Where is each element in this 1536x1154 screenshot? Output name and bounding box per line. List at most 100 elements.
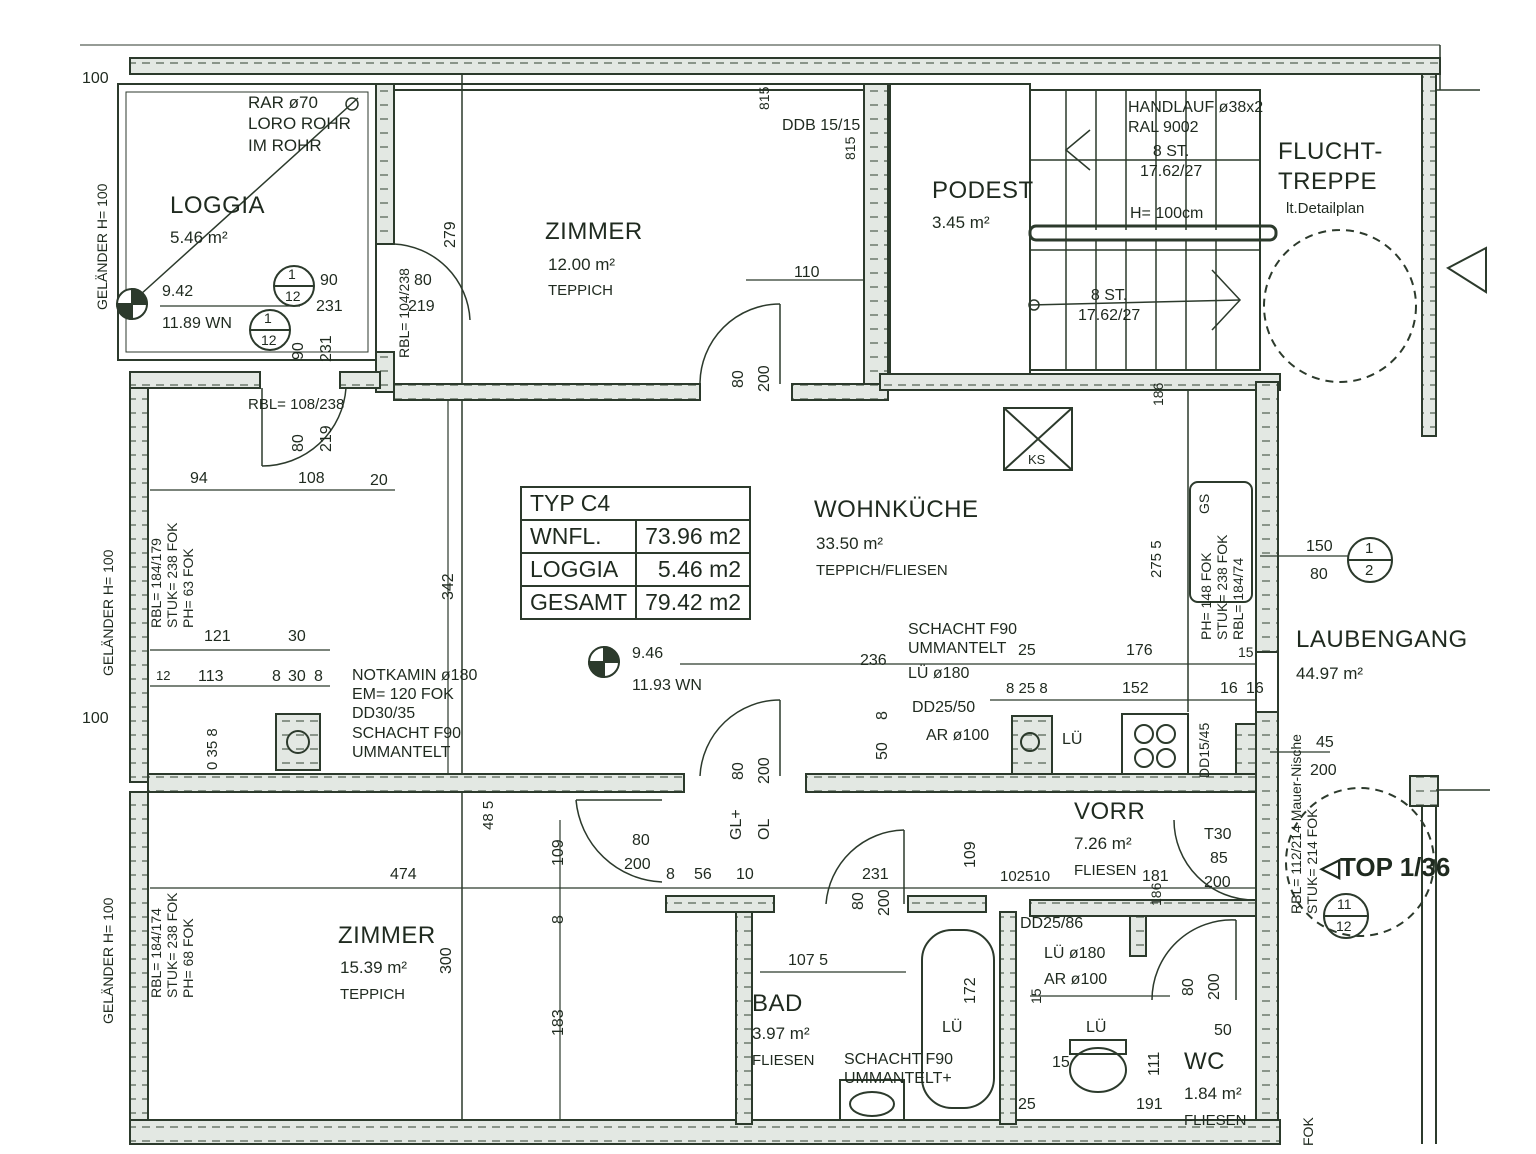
dim-474: 474 xyxy=(390,866,417,883)
section-3-den: 12 xyxy=(1336,918,1352,934)
note-rbl-left-mid: RBL= 184/179 STUK= 238 FOK PH= 63 FOK xyxy=(148,523,196,628)
note-line: 17.62/27 xyxy=(1140,163,1203,180)
dim-219b: 219 xyxy=(318,425,335,452)
dim-200a: 200 xyxy=(756,365,773,392)
note-line: PH= 68 FOK xyxy=(180,918,197,998)
dim-181: 181 xyxy=(1142,868,1169,885)
note-ar100-bath: AR ø100 xyxy=(1044,971,1108,988)
dim-231b: 231 xyxy=(318,335,335,362)
note-rbl-left-bottom: RBL= 184/174 STUK= 238 FOK PH= 68 FOK xyxy=(148,893,196,998)
loggia-name: LOGGIA xyxy=(170,192,266,219)
area-summary-table: TYP C4 WNFL. 73.96 m2 LOGGIA 5.46 m2 GES… xyxy=(519,486,752,620)
dim-50: 50 xyxy=(874,742,891,760)
wc-floor: FLIESEN xyxy=(1184,1112,1247,1129)
note-line: UMMANTELT xyxy=(908,640,1007,658)
dim-200f: 200 xyxy=(1204,874,1231,891)
note-wn1-level: 9.42 xyxy=(162,283,194,300)
wall-middle xyxy=(147,773,685,793)
vorr-area: 7.26 m² xyxy=(1074,834,1132,853)
wall-left xyxy=(129,371,149,783)
dim-16a: 16 xyxy=(1220,680,1238,697)
podest-area: 3.45 m² xyxy=(932,213,990,232)
section-2-num: 1 xyxy=(1365,540,1374,557)
note-handlauf: HANDLAUF ø38x2 RAL 9002 xyxy=(1128,98,1263,138)
vorr-floor: FLIESEN xyxy=(1074,862,1137,879)
dim-80h: 80 xyxy=(1180,978,1197,996)
note-gl: GL+ xyxy=(728,809,745,840)
dim-80e: 80 xyxy=(730,762,747,780)
dim-107-5: 107 5 xyxy=(788,952,829,969)
note-line: UMMANTELT xyxy=(352,743,451,761)
section-3-num: 11 xyxy=(1337,896,1352,912)
dim-150: 150 xyxy=(1306,538,1333,555)
dim-80b: 80 xyxy=(414,272,432,289)
wohnkueche-name: WOHNKÜCHE xyxy=(814,496,979,523)
note-stairs-bottom: 8 ST. 17.62/27 xyxy=(1078,286,1140,326)
dim-102510: 102510 xyxy=(1000,868,1051,885)
note-line: 8 ST. xyxy=(1090,287,1128,304)
summary-value: 73.96 m2 xyxy=(635,519,752,554)
dim-80c: 80 xyxy=(290,434,307,452)
dim-186b: 186 xyxy=(1148,882,1164,906)
note-wn1-wn: 11.89 WN xyxy=(162,315,232,332)
zimmer-bottom-area: 15.39 m² xyxy=(340,958,408,977)
dim-50b: 50 xyxy=(1214,1022,1232,1039)
dim-279: 279 xyxy=(442,221,459,248)
dim-8-25-8: 8 25 8 xyxy=(1006,680,1048,697)
dim-10a: 10 xyxy=(736,866,754,883)
section-2-den: 2 xyxy=(1365,562,1374,579)
note-lu-kitchen: LÜ xyxy=(1062,731,1083,748)
note-line: HANDLAUF ø38x2 xyxy=(1128,99,1264,116)
dim-200e: 200 xyxy=(876,889,893,916)
dim-90a: 90 xyxy=(320,272,338,289)
dim-186: 186 xyxy=(1150,382,1166,406)
dim-8e: 8 xyxy=(666,866,675,883)
dim-236: 236 xyxy=(860,652,887,669)
zimmer-bottom-floor: TEPPICH xyxy=(340,986,406,1003)
note-rbl-right: PH= 148 FOK STUK= 238 FOK RBL= 184/74 xyxy=(1198,535,1246,640)
dim-152: 152 xyxy=(1122,680,1149,697)
section-1b-num: 1 xyxy=(264,310,272,326)
note-dd25-86: DD25/86 xyxy=(1020,915,1084,932)
note-gs: GS xyxy=(1196,493,1212,514)
dim-80g: 80 xyxy=(850,892,867,910)
dim-90b: 90 xyxy=(290,342,307,360)
wc-area: 1.84 m² xyxy=(1184,1084,1242,1103)
dim-176: 176 xyxy=(1126,642,1153,659)
note-fok-bottom: FOK xyxy=(1300,1117,1316,1146)
note-rar: RAR ø70 LORO ROHR IM ROHR xyxy=(248,92,351,156)
summary-value: 79.42 m2 xyxy=(635,585,752,620)
note-line: PH= 148 FOK xyxy=(1198,552,1214,640)
dim-219a: 219 xyxy=(408,298,435,315)
table-row: LOGGIA 5.46 m2 xyxy=(519,552,752,587)
bad-name: BAD xyxy=(752,990,803,1017)
note-wn2-level: 9.46 xyxy=(632,645,664,662)
dim-200b: 200 xyxy=(1310,762,1337,779)
dim-113: 113 xyxy=(198,668,224,685)
dim-15c: 15 xyxy=(1052,1054,1070,1071)
note-gelaender-mid: GELÄNDER H= 100 xyxy=(100,549,116,676)
wall-right-outer xyxy=(1421,73,1437,437)
note-line: SCHACHT F90 xyxy=(352,724,462,742)
dim-172: 172 xyxy=(962,977,979,1004)
note-line: 8 ST. xyxy=(1152,143,1190,160)
laubengang-area: 44.97 m² xyxy=(1296,664,1364,683)
dim-56: 56 xyxy=(694,866,712,883)
flucht-line1: FLUCHT- xyxy=(1278,138,1383,165)
dim-45: 45 xyxy=(1316,734,1334,751)
dim-94: 94 xyxy=(190,470,208,487)
dim-200c: 200 xyxy=(756,757,773,784)
summary-label: LOGGIA xyxy=(519,552,638,587)
zimmer-bottom-name: ZIMMER xyxy=(338,922,436,949)
note-line: UMMANTELT+ xyxy=(844,1070,952,1088)
dim-15: 15 xyxy=(1238,644,1254,660)
apartment-number: ◁TOP 1/36 xyxy=(1320,852,1451,882)
note-line: DD30/35 xyxy=(352,705,416,723)
dim-80a: 80 xyxy=(730,370,747,388)
dim-231c: 231 xyxy=(862,866,889,883)
note-line: EM= 120 FOK xyxy=(352,686,454,704)
dim-16b: 16 xyxy=(1246,680,1264,697)
note-schacht-kitchen: SCHACHT F90 UMMANTELT xyxy=(908,620,1017,658)
dim-100a: 100 xyxy=(82,70,109,87)
